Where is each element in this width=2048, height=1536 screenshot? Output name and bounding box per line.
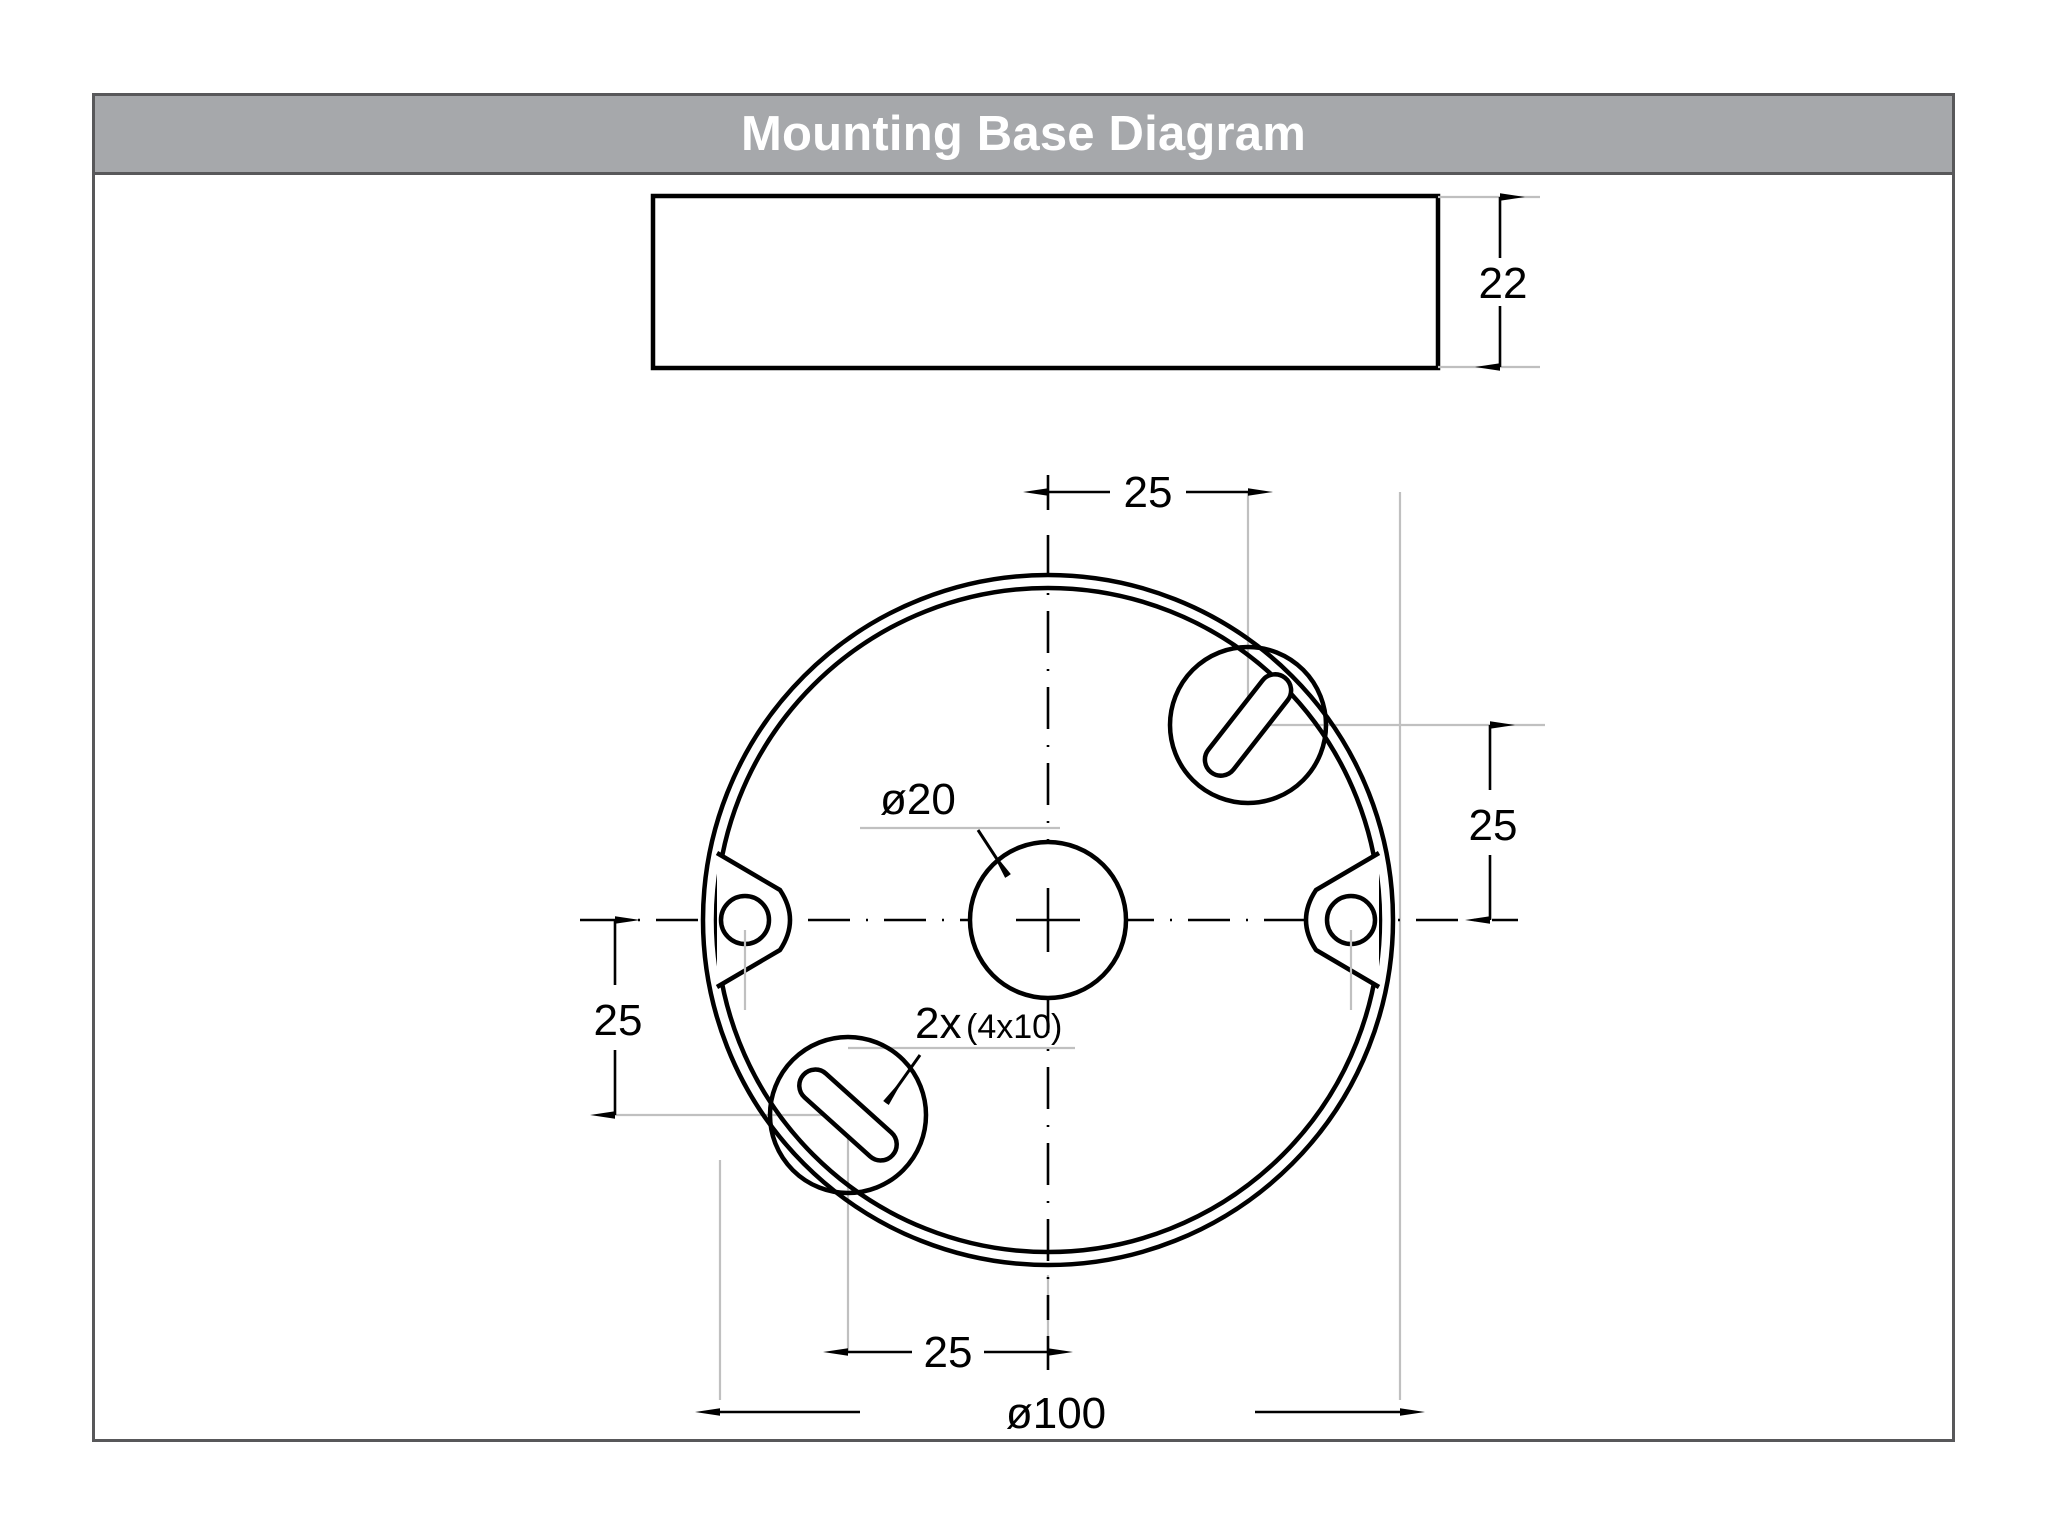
- page-title: Mounting Base Diagram: [740, 106, 1307, 161]
- drawing-frame: Mounting Base Diagram: [92, 93, 1955, 1442]
- title-bar: Mounting Base Diagram: [95, 96, 1952, 175]
